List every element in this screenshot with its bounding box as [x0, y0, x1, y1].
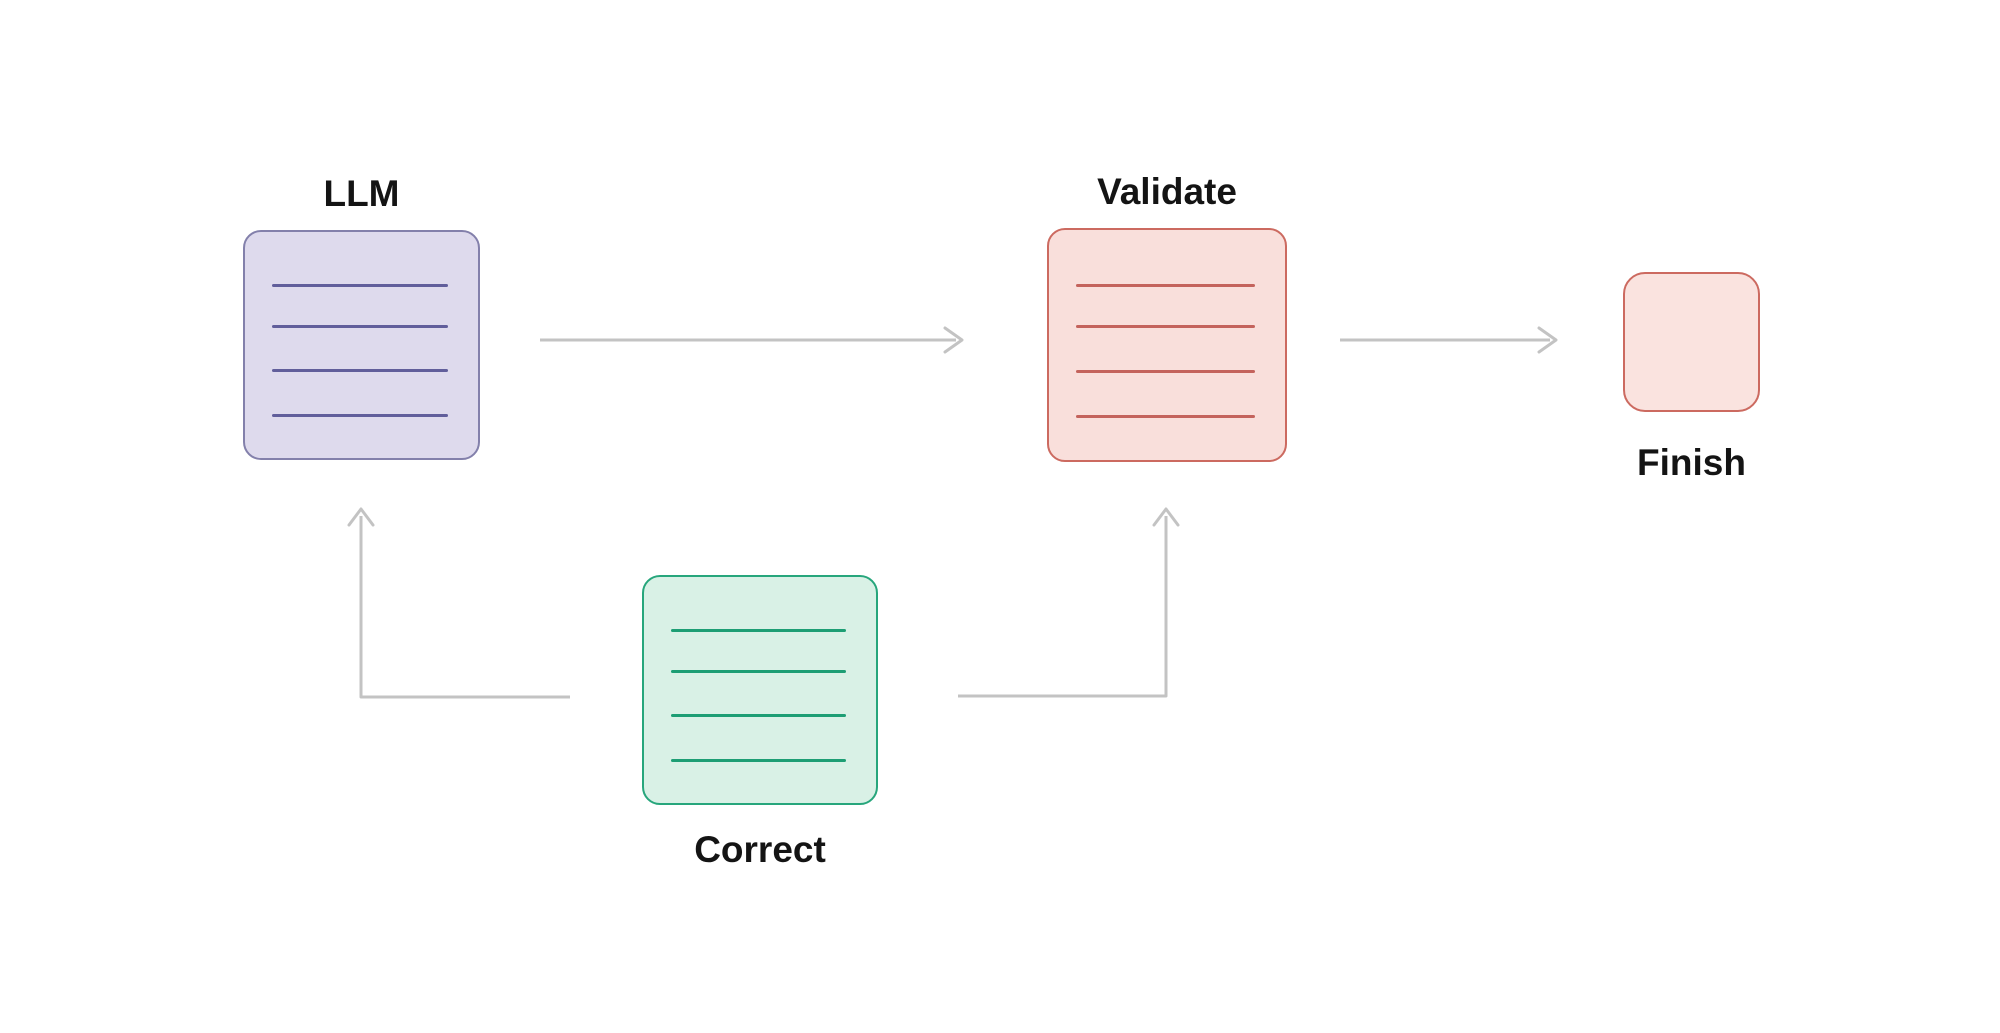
document-line — [1076, 415, 1255, 418]
node-correct-label: Correct — [694, 829, 826, 870]
edge-correct-to-llm[interactable] — [347, 507, 570, 699]
document-line — [671, 759, 846, 762]
document-line — [1076, 370, 1255, 373]
node-finish-label: Finish — [1637, 442, 1746, 483]
document-line — [671, 629, 846, 632]
edge-llm-to-validate-arrowhead — [943, 326, 964, 354]
edge-validate-to-finish-arrowhead — [1537, 326, 1558, 354]
document-line — [671, 670, 846, 673]
document-line — [1076, 325, 1255, 328]
document-line — [671, 714, 846, 717]
document-line — [272, 284, 448, 287]
document-line — [272, 414, 448, 417]
edge-correct-to-validate-arrowhead — [1152, 507, 1180, 527]
node-finish: Finish — [1623, 272, 1760, 481]
edge-correct-to-llm-arrowhead — [347, 507, 375, 527]
node-finish-box[interactable] — [1623, 272, 1760, 412]
node-validate: Validate — [1047, 173, 1287, 462]
edge-validate-to-finish[interactable] — [1340, 326, 1558, 354]
node-llm-box[interactable] — [243, 230, 480, 460]
node-correct: Correct — [642, 575, 878, 868]
document-line — [272, 325, 448, 328]
node-validate-label: Validate — [1097, 171, 1237, 212]
document-line — [1076, 284, 1255, 287]
node-llm-label: LLM — [323, 173, 400, 214]
edge-correct-to-validate[interactable] — [958, 507, 1180, 698]
node-llm: LLM — [243, 175, 480, 460]
node-validate-box[interactable] — [1047, 228, 1287, 462]
node-correct-box[interactable] — [642, 575, 878, 805]
edge-correct-to-llm-line — [359, 516, 570, 699]
edge-correct-to-validate-line — [958, 516, 1168, 698]
edge-llm-to-validate[interactable] — [540, 326, 964, 354]
document-line — [272, 369, 448, 372]
